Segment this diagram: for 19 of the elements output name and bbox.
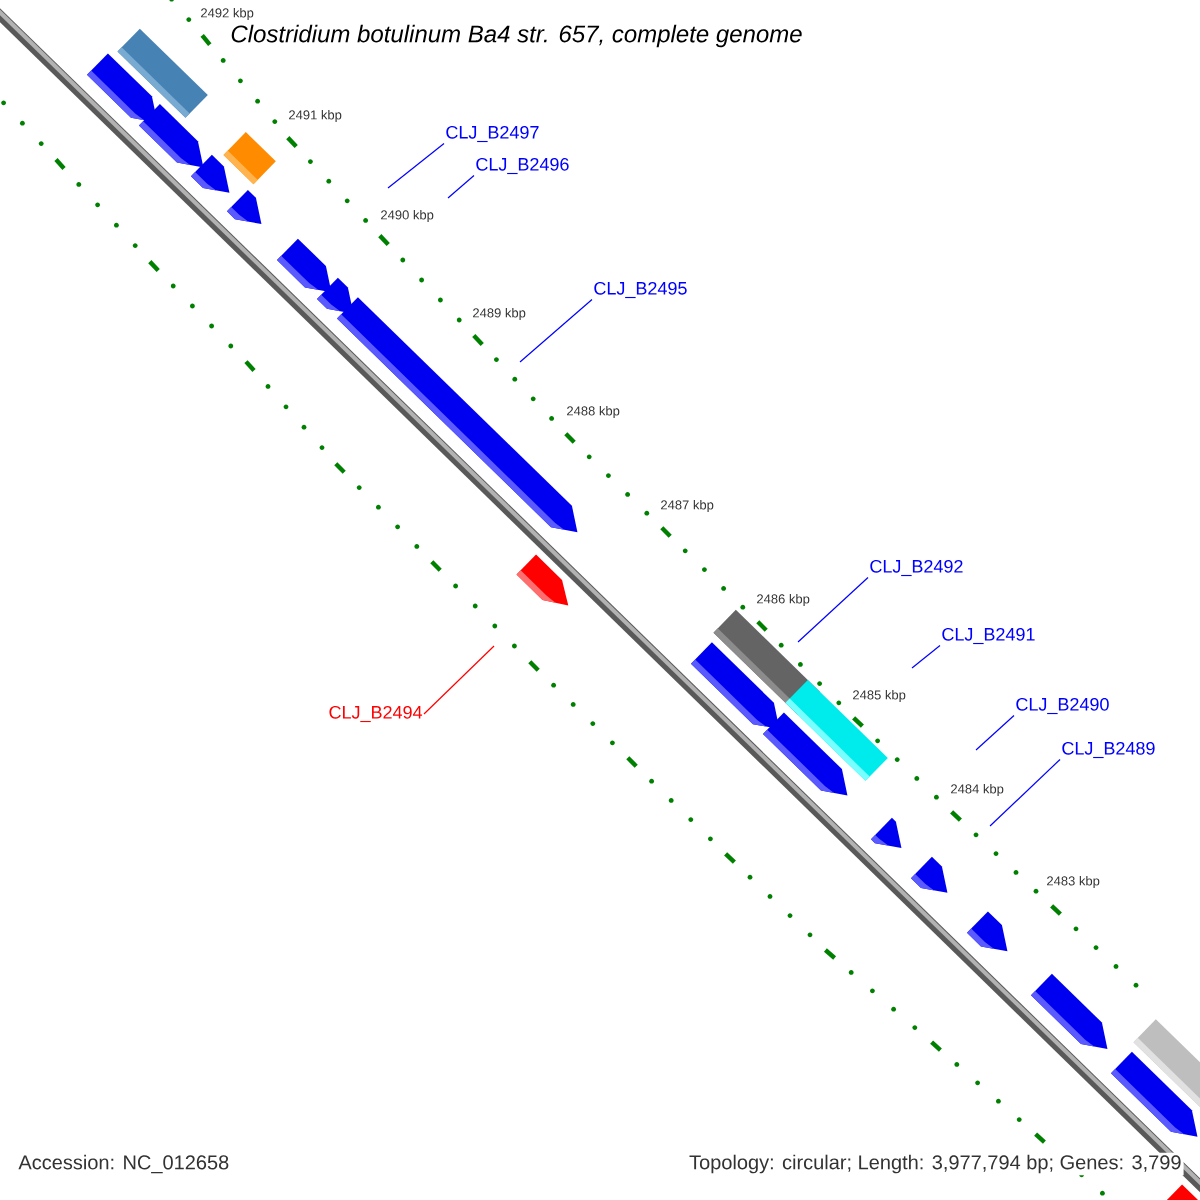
leader-line	[519, 298, 593, 363]
gene-label: CLJ_B2494	[329, 705, 423, 723]
leader-line	[911, 644, 941, 669]
leader-line	[423, 645, 495, 715]
gene-label: CLJ_B2497	[446, 125, 539, 143]
gene-label: CLJ_B2492	[870, 559, 963, 577]
leader-line	[447, 174, 475, 199]
gene-label: CLJ_B2496	[476, 157, 569, 175]
accession-text: Accession: NC_012658	[18, 1154, 229, 1174]
gene-label: CLJ_B2495	[594, 281, 687, 299]
leader-line	[975, 714, 1015, 751]
leader-line	[797, 576, 869, 643]
gene-label: CLJ_B2491	[942, 627, 1035, 645]
leader-line	[387, 142, 445, 189]
leader-line	[989, 758, 1061, 827]
genome-info-text: Topology: circular; Length: 3,977,794 bp; Genes: 3,799	[687, 1152, 1184, 1176]
gene-label: CLJ_B2489	[1062, 741, 1155, 759]
title: Clostridium botulinum Ba4 str. 657, complete genome	[231, 24, 802, 48]
gene-label: CLJ_B2490	[1016, 697, 1109, 715]
